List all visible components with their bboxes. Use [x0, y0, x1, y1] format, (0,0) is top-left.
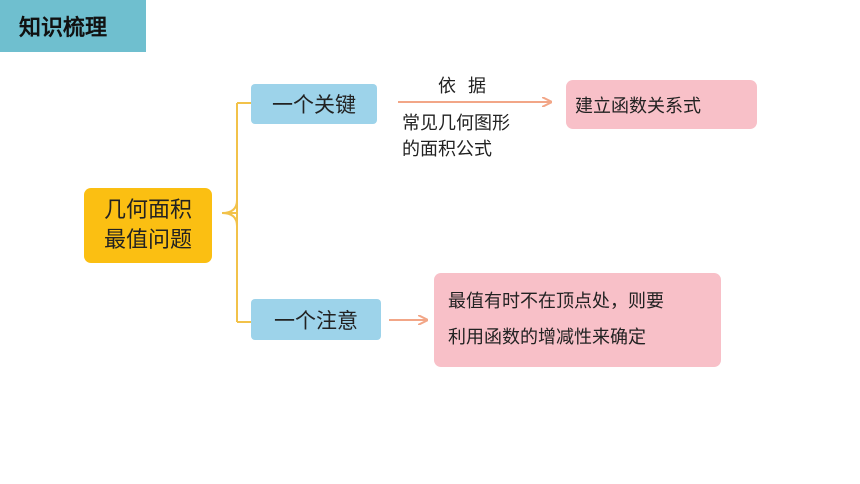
result-note-line-2: 利用函数的增减性来确定: [448, 327, 646, 348]
section-title-tab: 知识梳理: [0, 0, 146, 52]
bracket-tip: [221, 199, 238, 227]
result-key-text: 建立函数关系式: [575, 95, 701, 117]
section-title: 知识梳理: [19, 16, 108, 41]
root-line-2: 最值问题: [103, 227, 192, 253]
result-note-node: 最值有时不在顶点处，则要 利用函数的增减性来确定: [434, 273, 721, 367]
root-line-1: 几何面积: [103, 197, 192, 223]
formula-label: 常见几何图形 的面积公式: [402, 111, 510, 163]
branch-note-node: 一个注意: [251, 299, 381, 340]
formula-line-2: 的面积公式: [402, 139, 492, 160]
result-note-line-1: 最值有时不在顶点处，则要: [448, 291, 664, 312]
branch-key-label: 一个关键: [272, 93, 356, 117]
basis-label: 依据: [438, 76, 498, 97]
result-key-node: 建立函数关系式: [566, 80, 757, 129]
formula-line-1: 常见几何图形: [402, 113, 510, 134]
branch-key-node: 一个关键: [251, 84, 377, 124]
branch-note-label: 一个注意: [274, 308, 358, 333]
root-node: 几何面积 最值问题: [84, 188, 212, 263]
